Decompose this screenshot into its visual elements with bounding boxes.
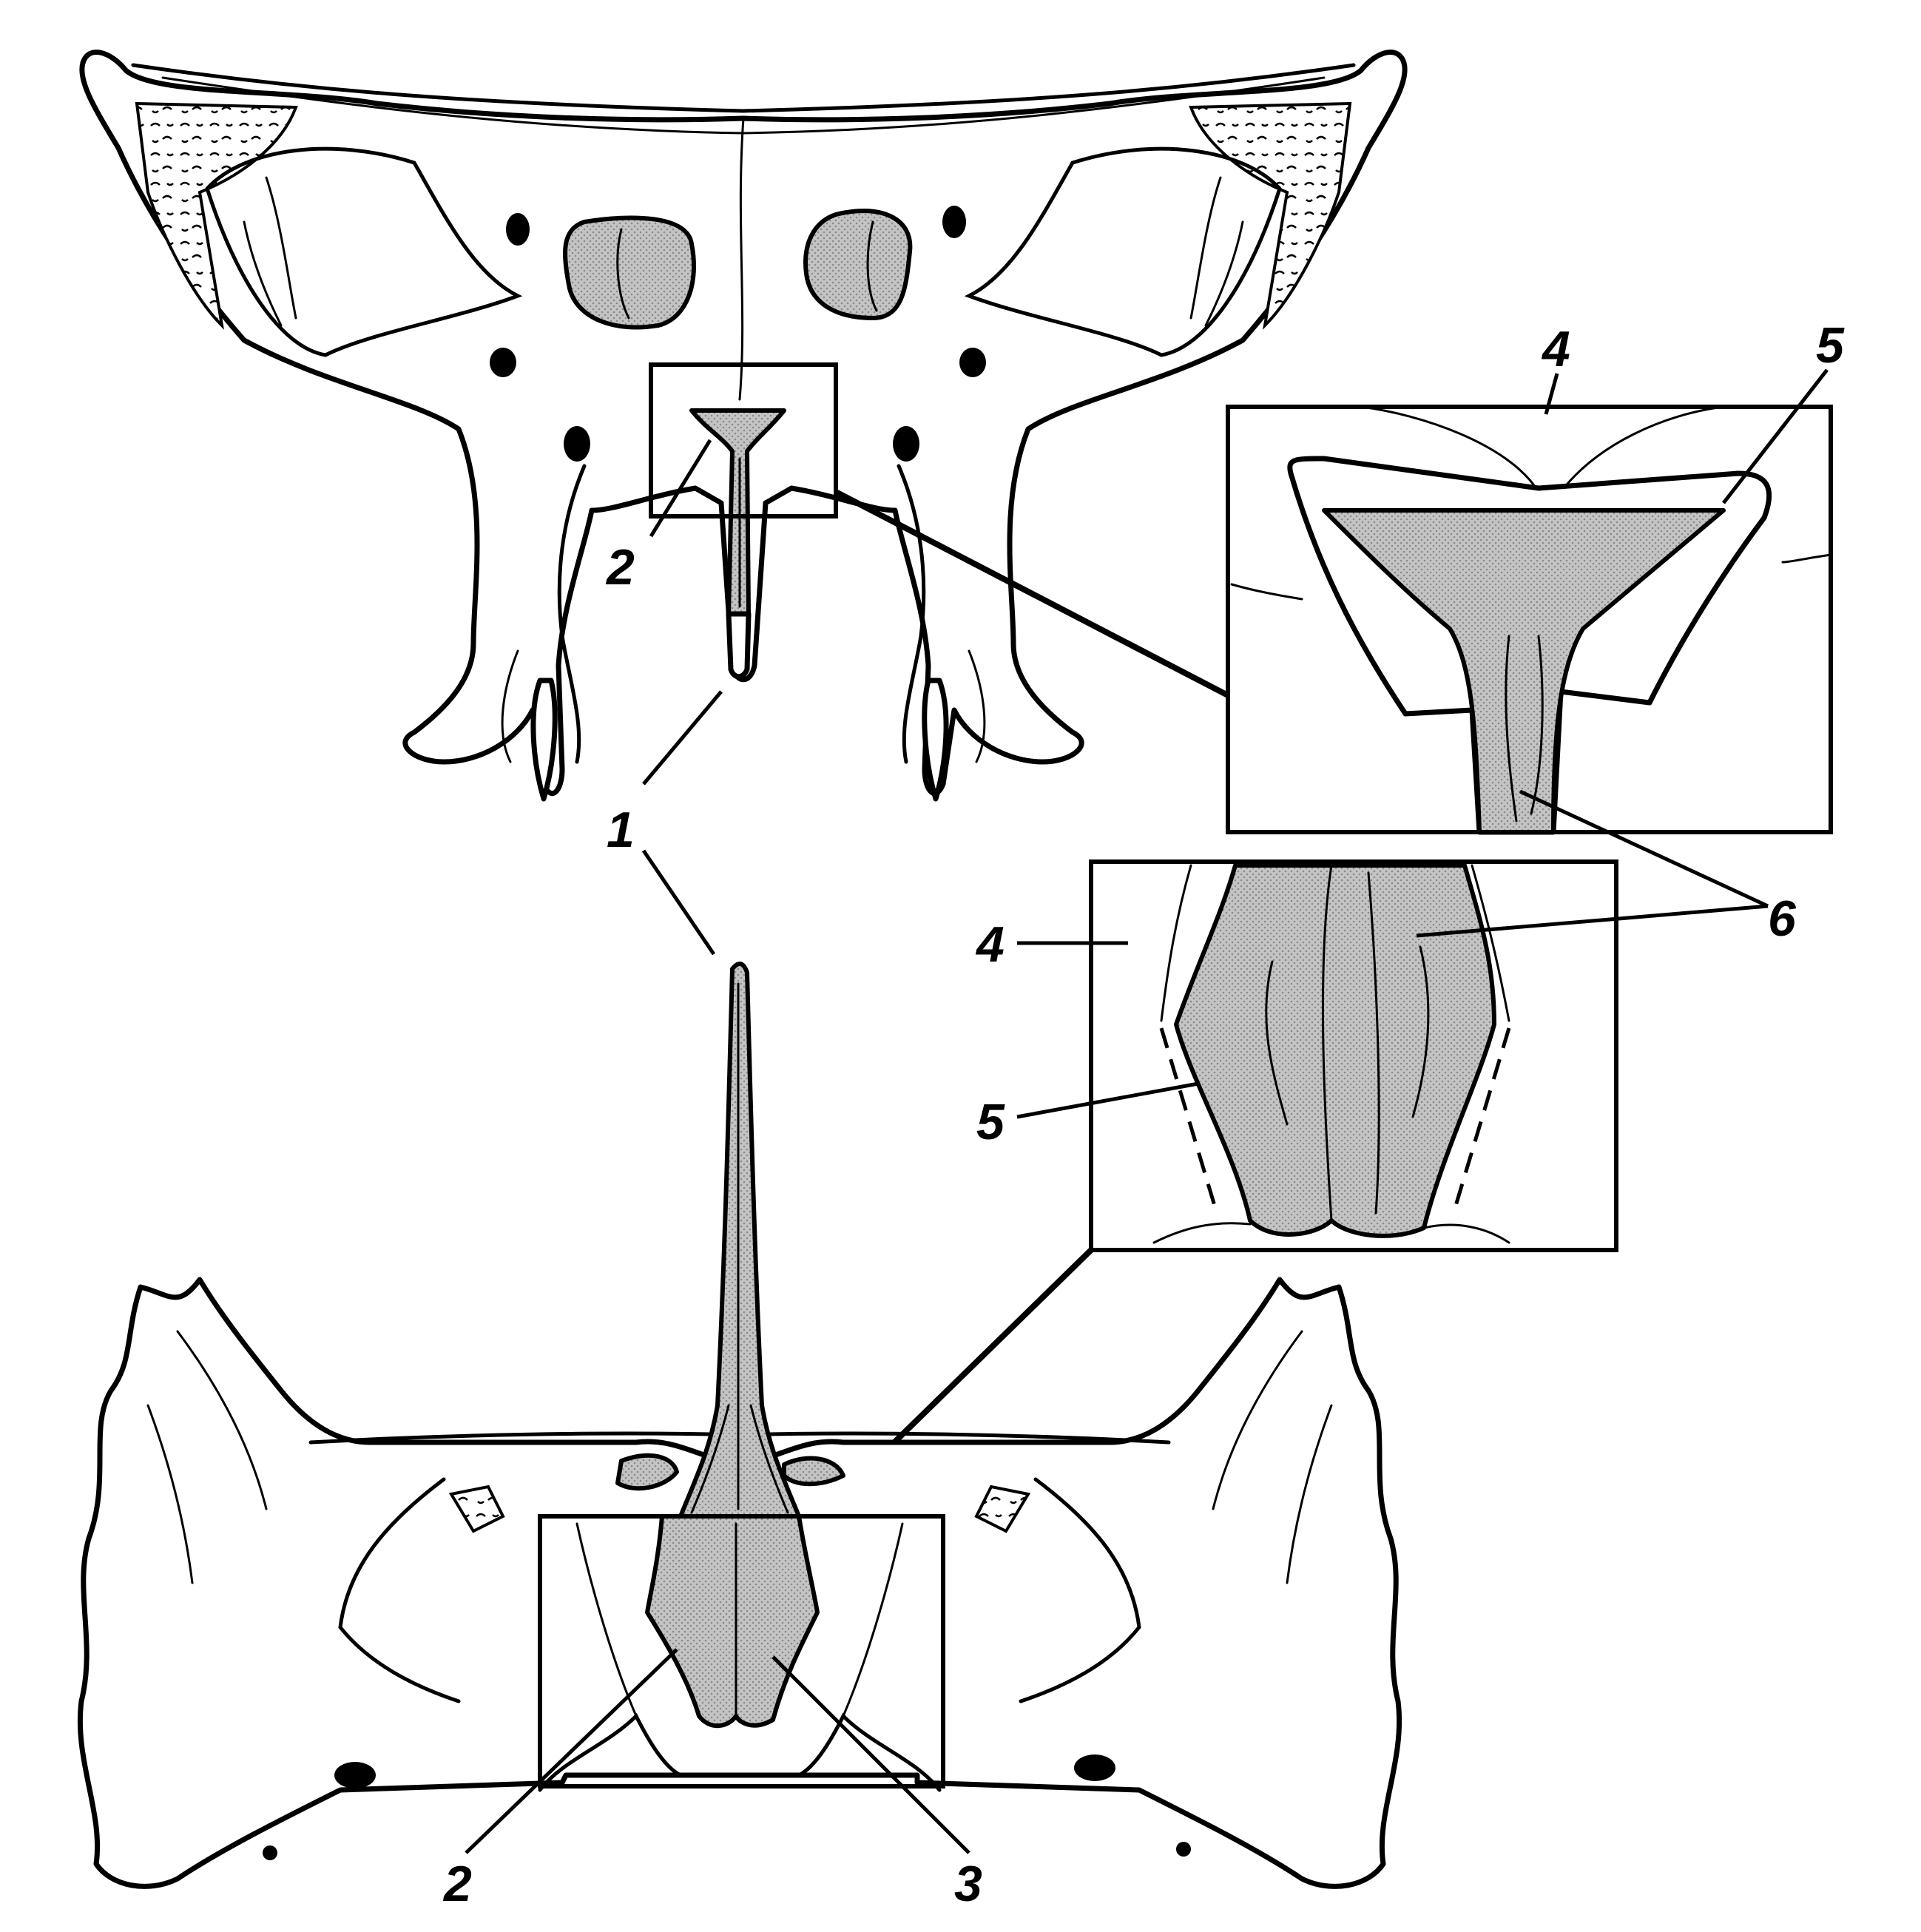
top-zoom-frame [649, 362, 838, 519]
left-foramen-2 [490, 348, 516, 377]
bottom-sphenoid-view [77, 962, 1402, 1889]
leader-5-zoom1 [1722, 368, 1829, 504]
bottom-left-foramen [334, 1762, 376, 1789]
bottom-zoom-frame [538, 1514, 945, 1789]
leader-4-zoom1 [1544, 373, 1559, 415]
top-crest-tip [726, 611, 752, 680]
label-6: 6 [1768, 891, 1797, 947]
top-planum-edge [131, 63, 1356, 113]
labels: 1 2 2 3 4 5 6 4 5 [442, 317, 1845, 1912]
leader-2-bottom [465, 1648, 678, 1854]
zoom1-crest-shaded [1322, 508, 1726, 834]
right-foramen-2 [959, 348, 986, 377]
label-2-bottom: 2 [442, 1856, 472, 1912]
zoom1-connector [834, 489, 1229, 698]
leader-6-a [1519, 789, 1769, 908]
label-5-zoom1: 5 [1816, 317, 1845, 374]
top-sphenoid-view [79, 50, 1408, 802]
left-small-spongy [448, 1485, 505, 1533]
leader-3 [772, 1655, 970, 1854]
leader-1-top [642, 690, 723, 786]
leader-6-b [1416, 904, 1769, 938]
zoom-panel-2 [763, 859, 1618, 1570]
label-3: 3 [954, 1856, 982, 1912]
leader-lines [465, 368, 1829, 1854]
bottom-right-foramen [1074, 1754, 1115, 1781]
left-foramen-3 [564, 426, 590, 462]
right-hamulus [922, 678, 949, 802]
label-1: 1 [607, 802, 635, 858]
label-2-top: 2 [605, 539, 635, 595]
left-sinus-opening [563, 215, 696, 330]
zoom-panel-1 [834, 405, 1833, 835]
leader-2-top [649, 439, 712, 538]
bottom-sphenoid-crest [678, 962, 801, 1519]
right-foramen-1 [942, 206, 966, 238]
label-4-zoom2: 4 [975, 916, 1005, 973]
right-sinus-opening [803, 209, 913, 320]
bottom-right-sinus [782, 1456, 845, 1487]
left-foramen-1 [506, 213, 530, 246]
leader-1-bottom [641, 849, 716, 956]
right-foramen-3 [893, 426, 919, 462]
label-5-zoom2: 5 [976, 1094, 1005, 1150]
leader-5-zoom2 [1016, 1081, 1199, 1119]
right-small-spongy [974, 1485, 1031, 1533]
label-4-zoom1: 4 [1541, 321, 1570, 377]
left-hamulus [530, 678, 558, 802]
bottom-left-sinus [615, 1453, 679, 1491]
